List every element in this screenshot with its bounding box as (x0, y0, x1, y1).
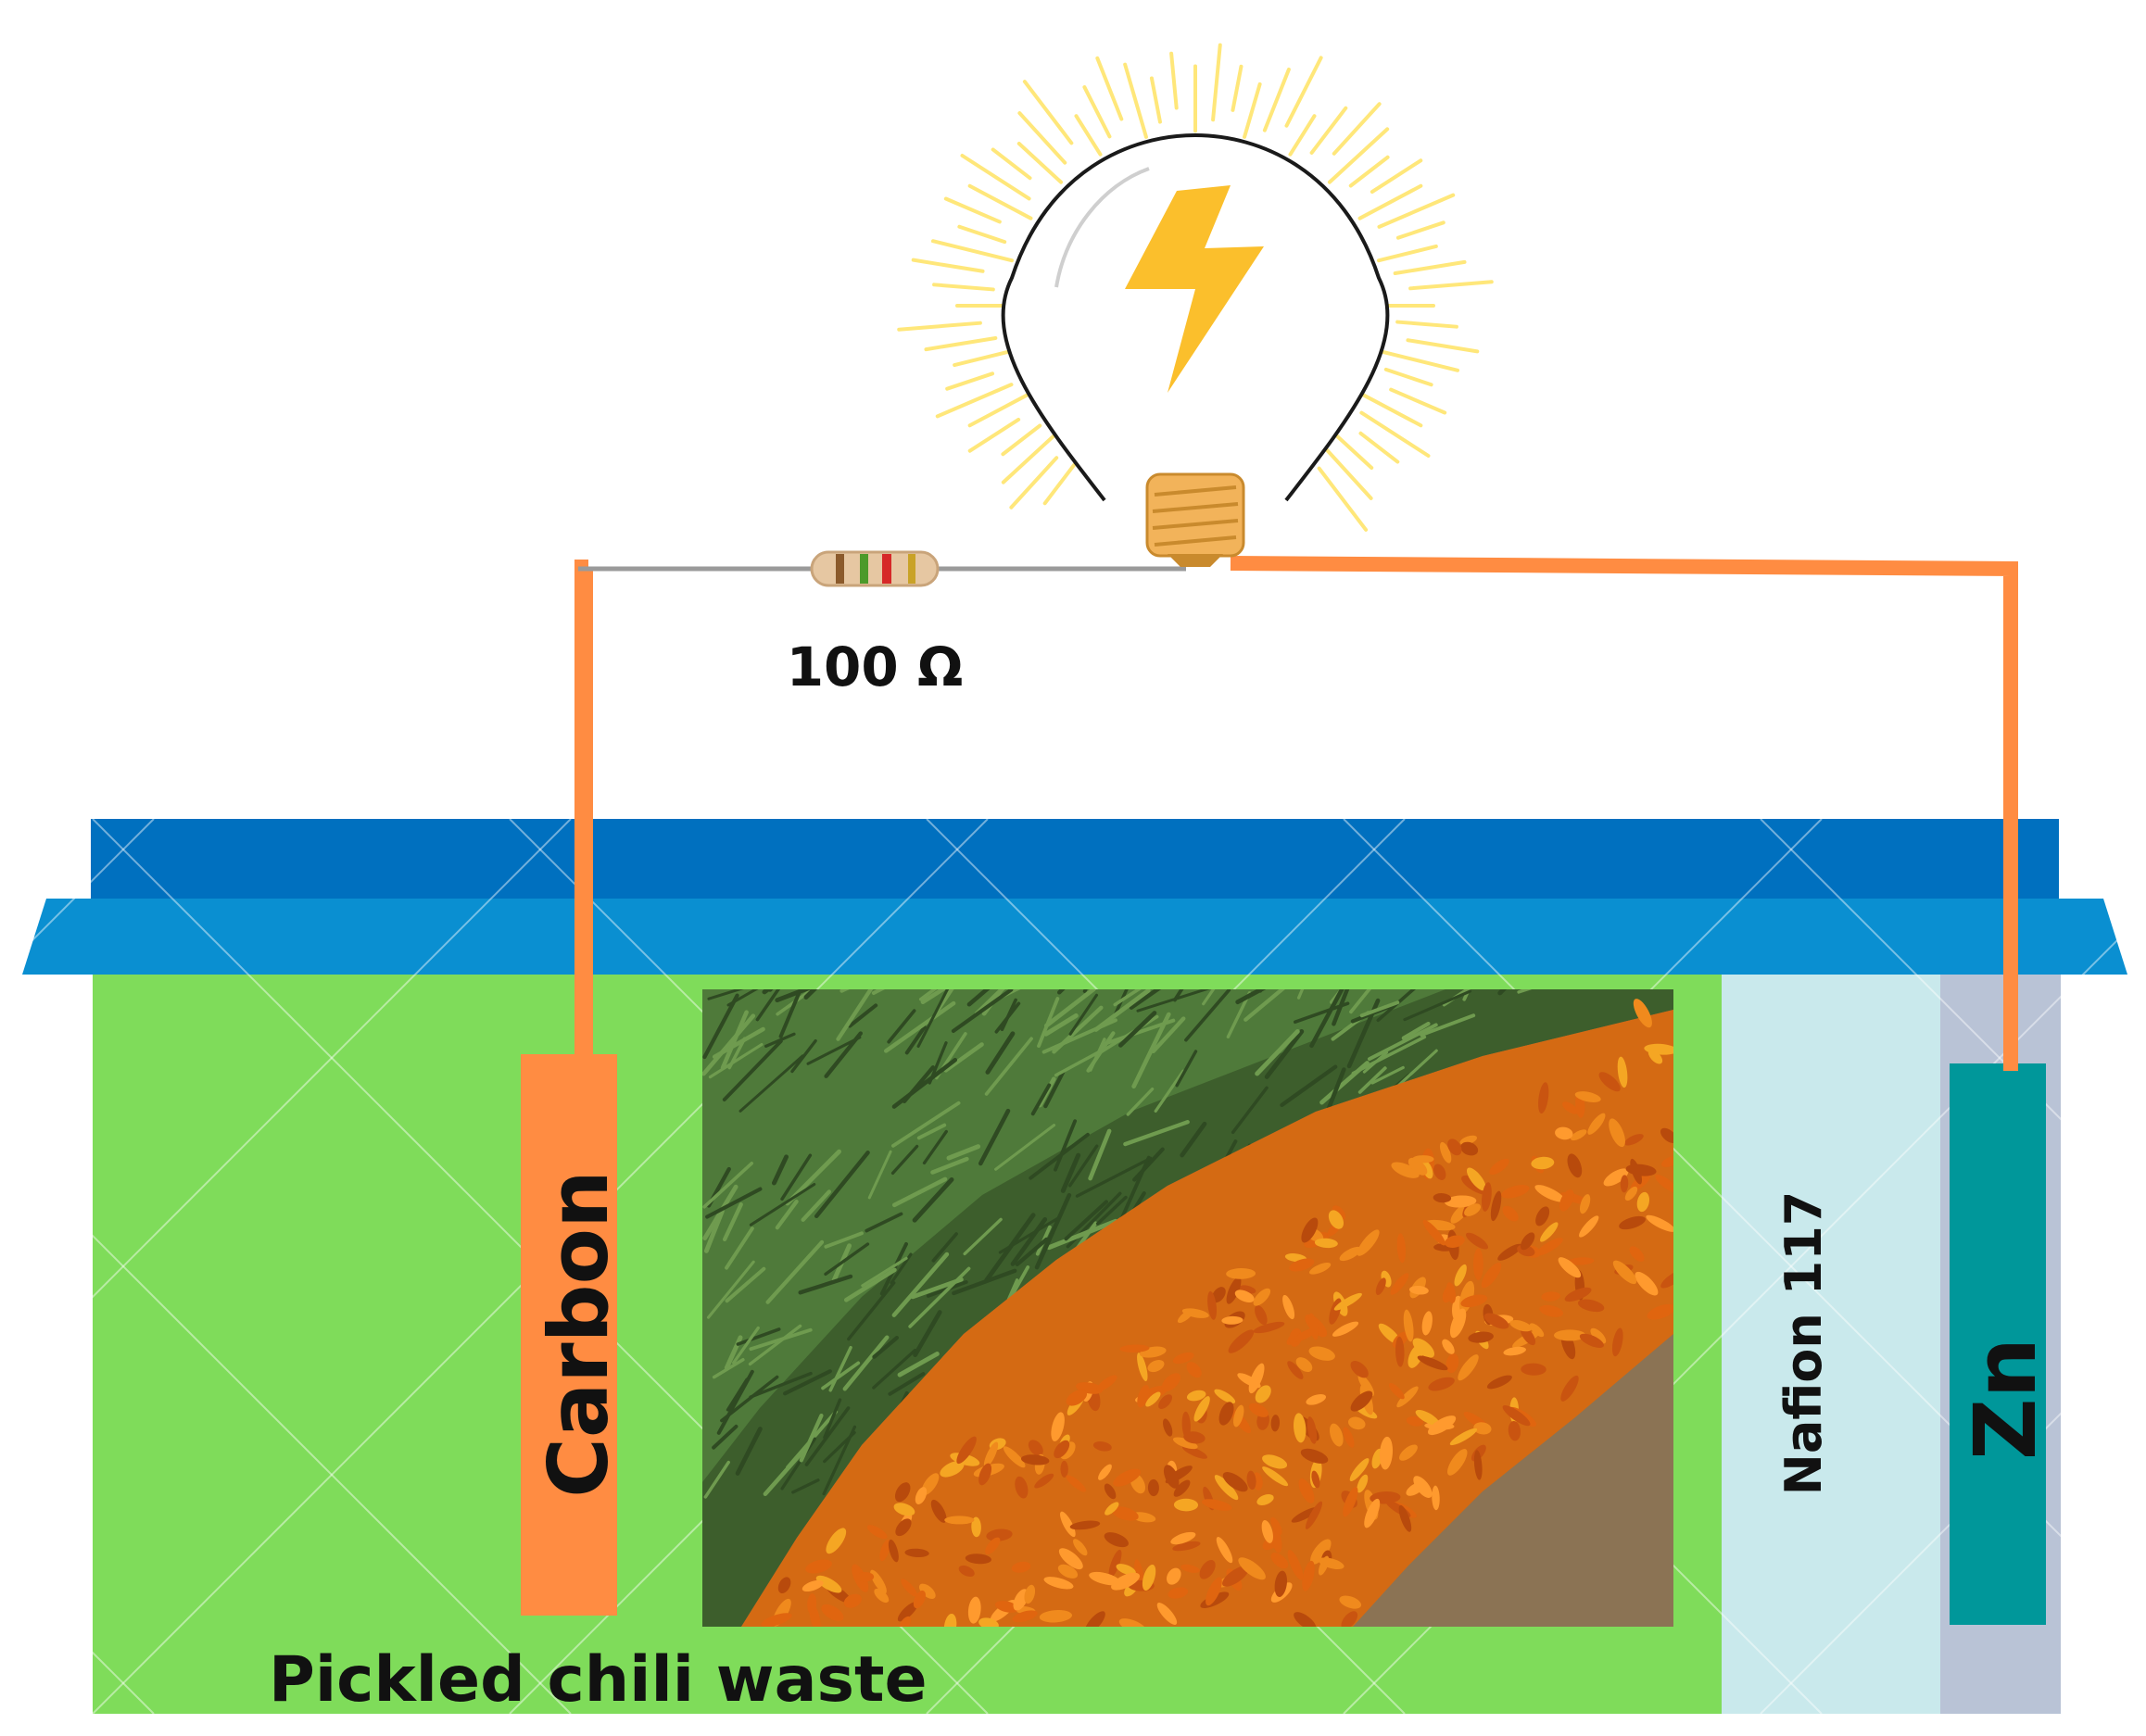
nafion-label: Nafion 117 (1774, 1191, 1833, 1496)
resistor-icon (810, 550, 940, 587)
carbon-label: Carbon (531, 1170, 626, 1497)
cathode-wire (1230, 556, 2018, 1071)
membrane-strip (1722, 971, 1940, 1714)
lid-top (91, 819, 2059, 910)
chamber-label: Pickled chili waste (269, 1643, 928, 1717)
lightning-bolt-icon (1125, 185, 1264, 393)
carbon-electrode (521, 1054, 617, 1616)
zinc-electrode (1950, 1063, 2046, 1625)
resistor-value: 100 Ω (787, 635, 964, 698)
anode-wire (574, 560, 593, 1058)
lid-brim (22, 899, 2127, 975)
chili-pieces (761, 999, 1673, 1627)
reactor-lid (22, 819, 2127, 975)
zinc-label: Zn (1956, 1338, 2055, 1460)
chili-waste-photo (702, 989, 1673, 1627)
light-bulb-icon (897, 43, 1494, 567)
glow-rays (897, 43, 1494, 532)
